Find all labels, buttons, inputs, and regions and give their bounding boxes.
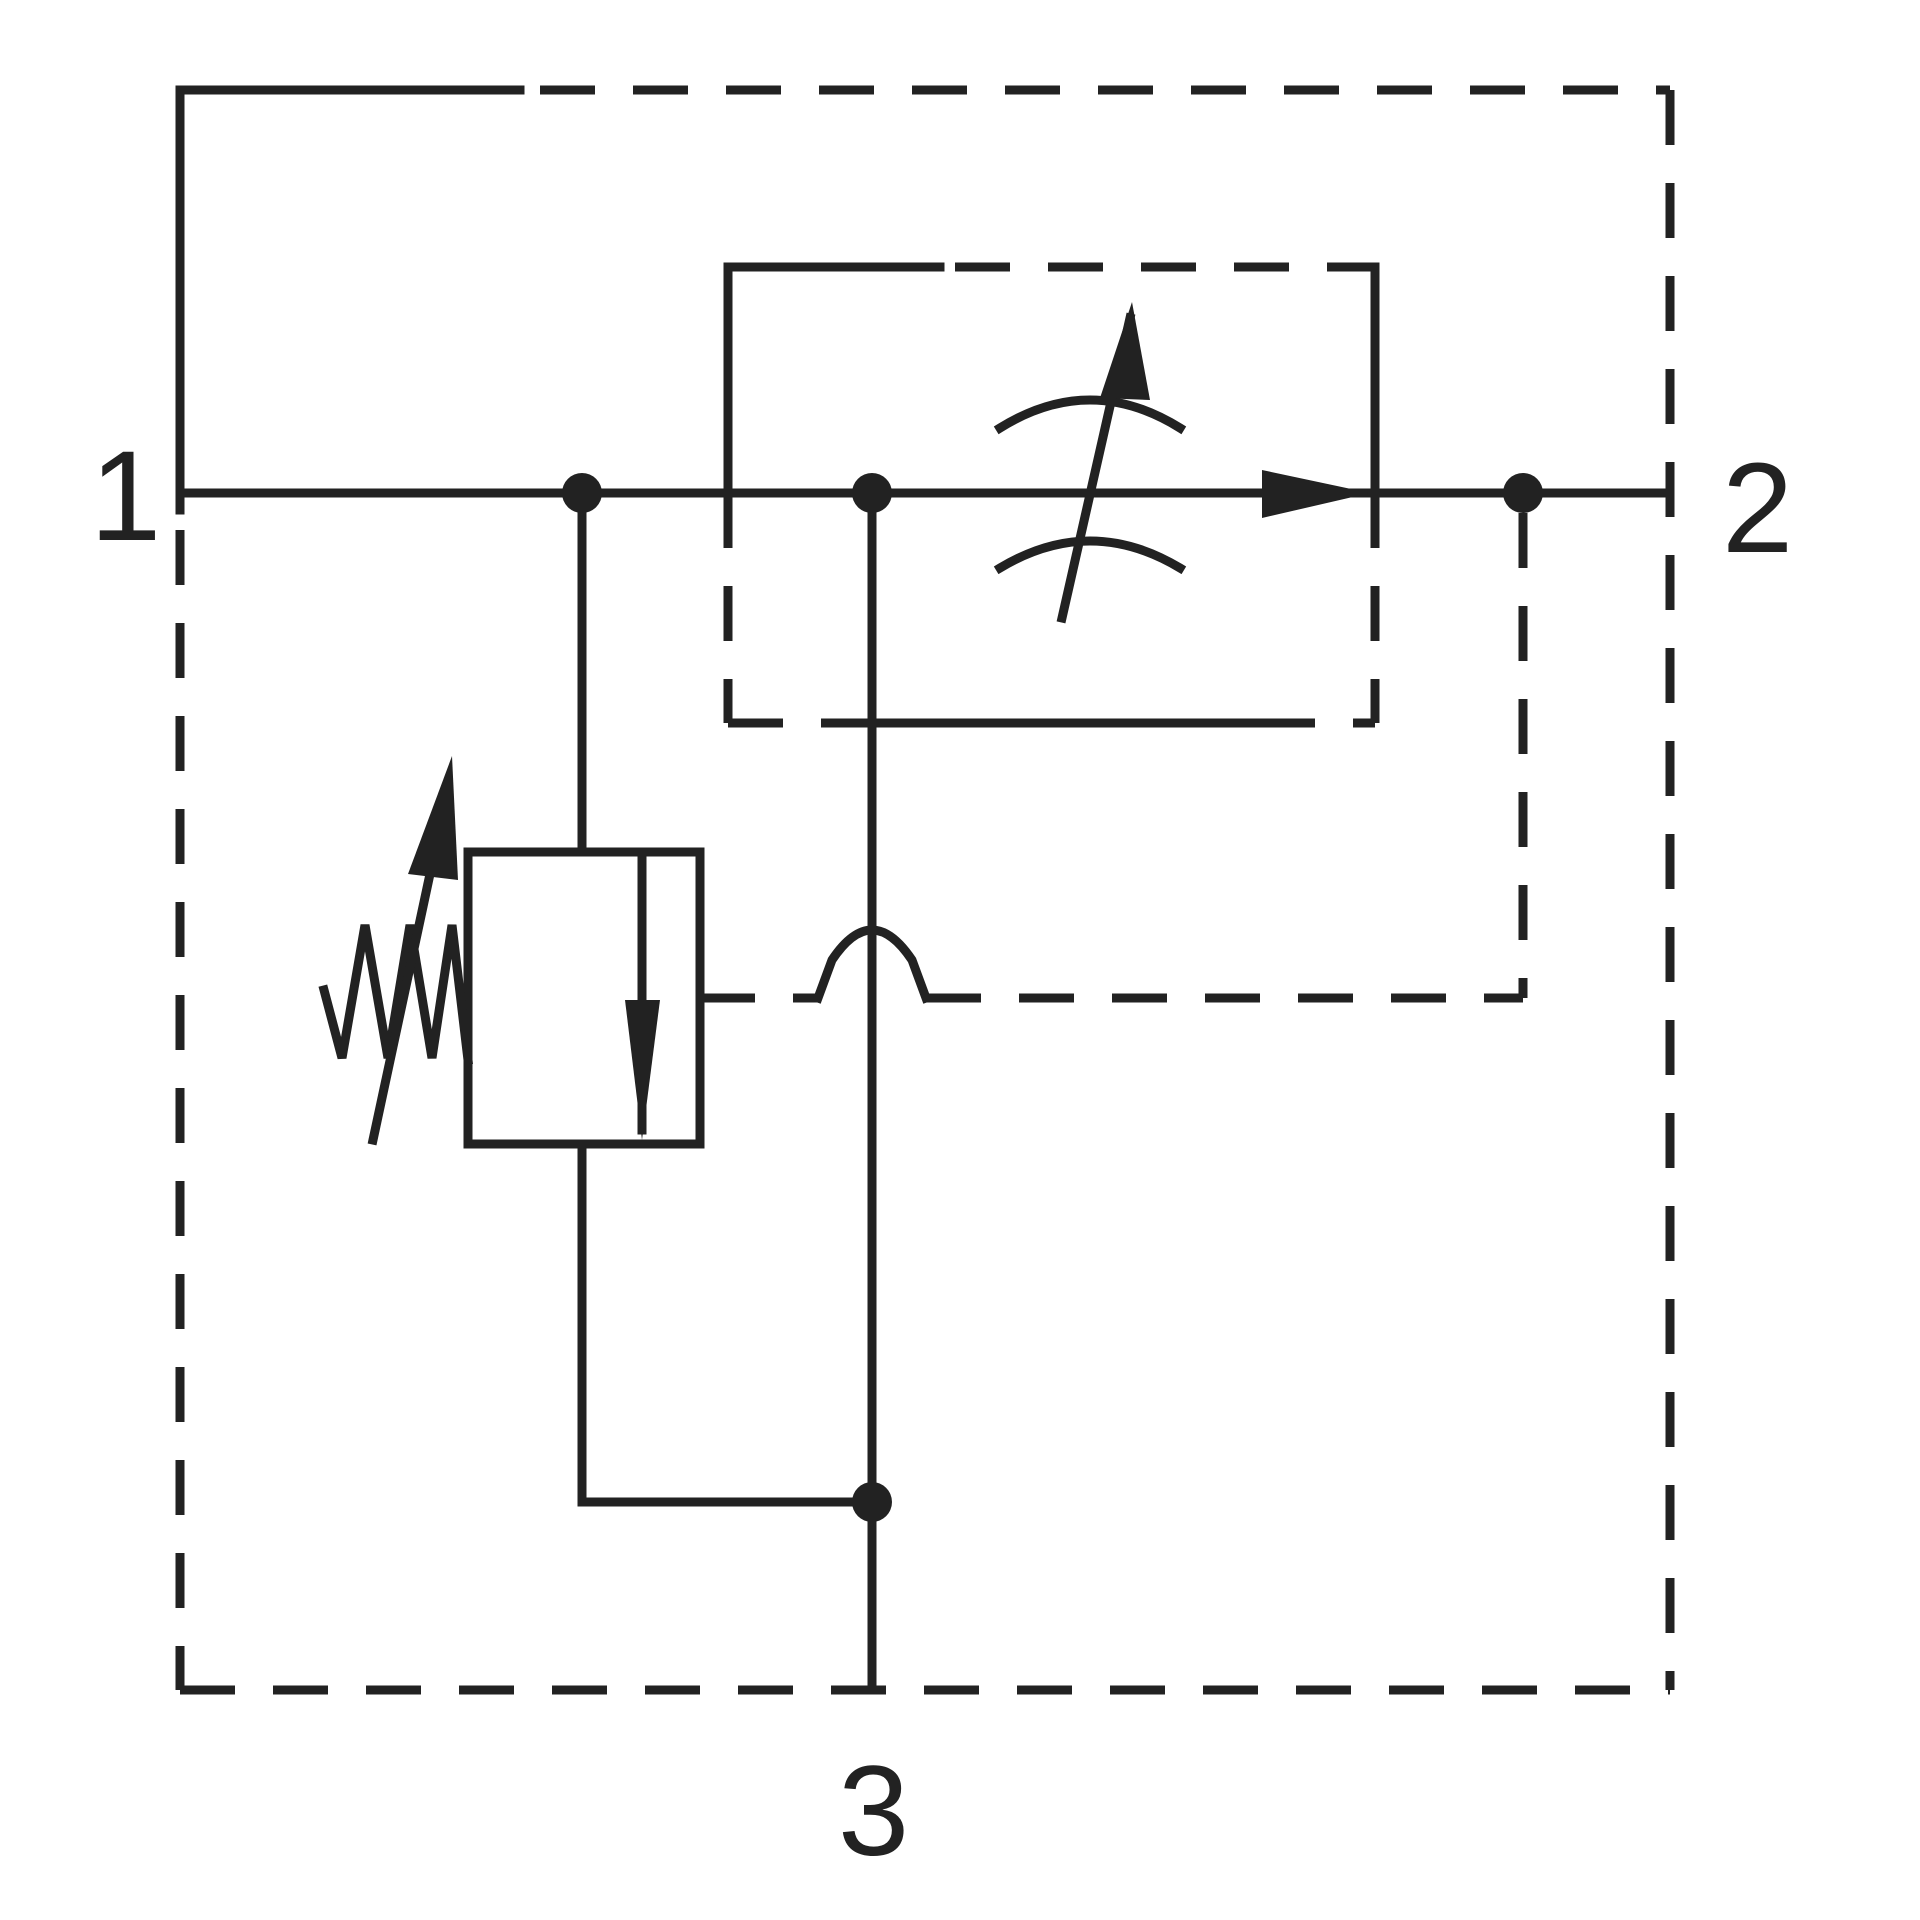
flow-direction-arrow <box>1262 470 1370 518</box>
main-flow-line <box>175 470 1670 518</box>
spring-adjust-arrow-icon <box>408 756 458 880</box>
port-label-3: 3 <box>838 1740 909 1883</box>
port-label-1: 1 <box>90 425 161 568</box>
adjustable-throttle-symbol <box>993 302 1187 624</box>
junction-node <box>1503 473 1543 513</box>
relief-valve <box>318 488 877 1507</box>
pilot-line <box>700 513 1528 1004</box>
valve-flow-arrow-icon <box>625 1000 660 1140</box>
outer-enclosure <box>175 85 1675 1695</box>
spring-icon <box>318 924 473 1065</box>
compensator-enclosure <box>723 262 1380 728</box>
adjustment-arrow-icon <box>1100 302 1150 400</box>
port-label-2: 2 <box>1722 437 1793 580</box>
